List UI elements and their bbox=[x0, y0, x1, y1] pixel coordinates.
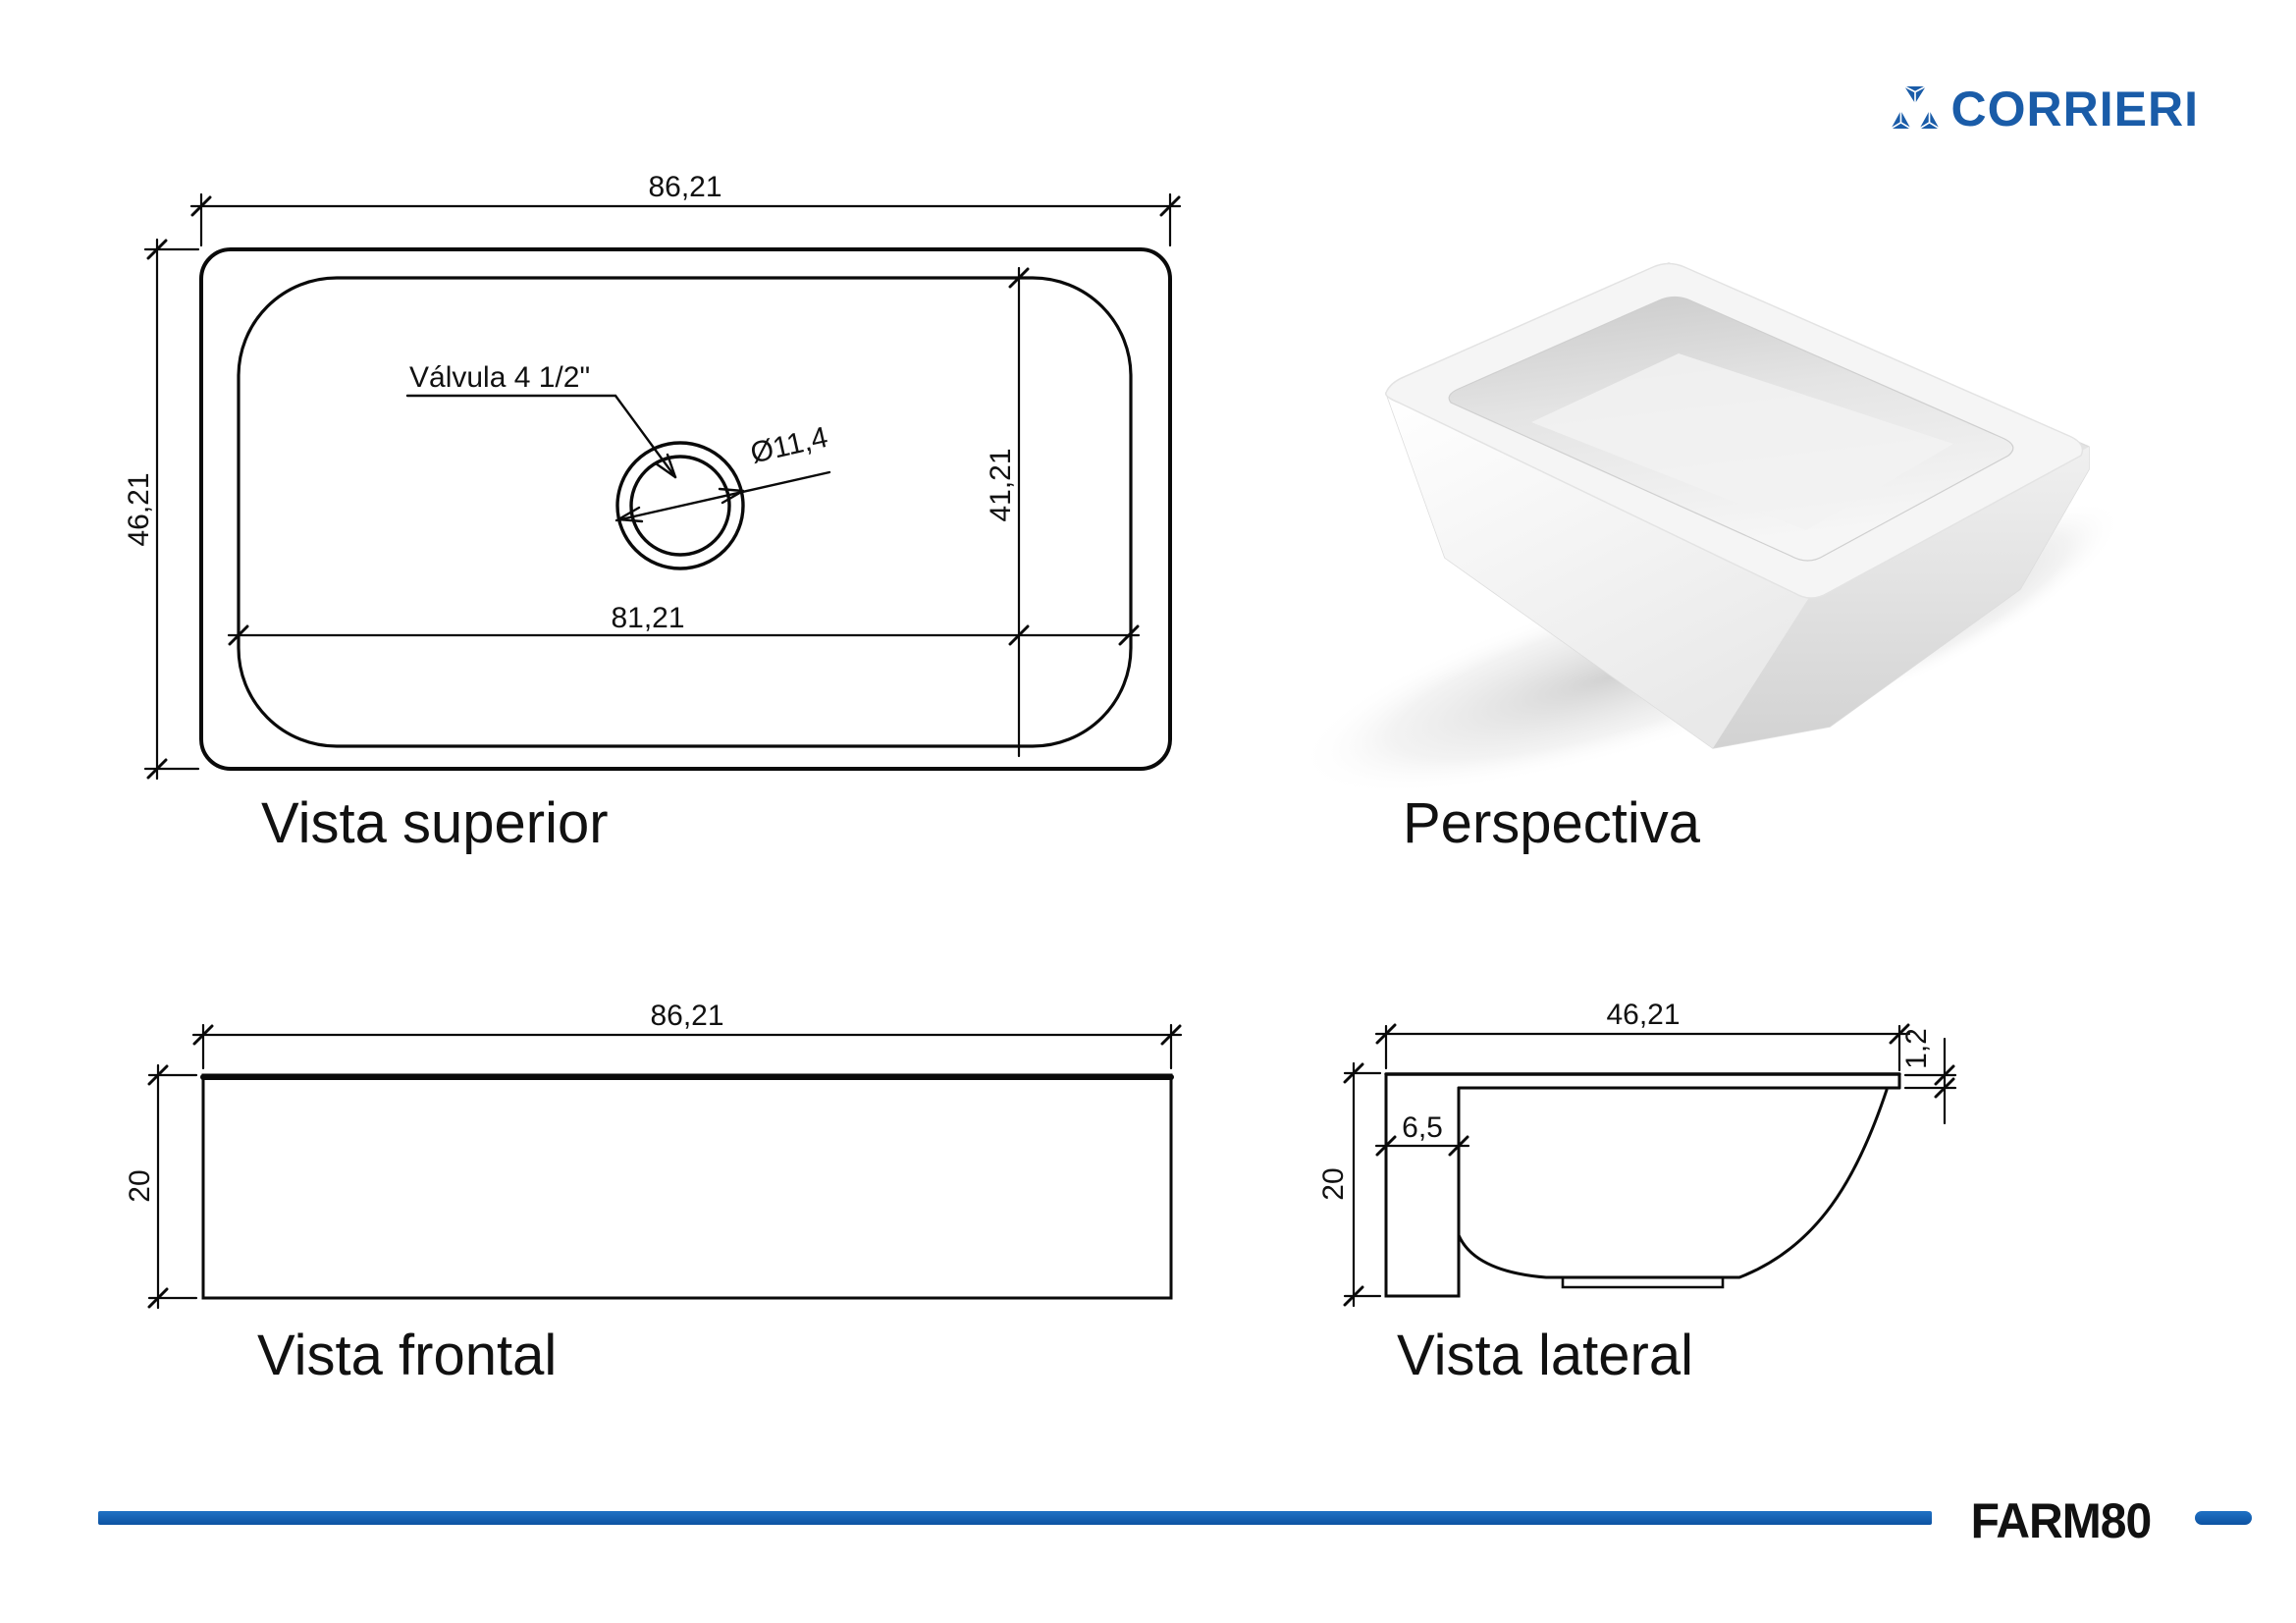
front-view-outline bbox=[201, 1073, 1173, 1300]
top-dim-depth bbox=[143, 238, 200, 781]
valve-note: Válvula 4 1/2" bbox=[409, 361, 590, 394]
valve-diameter-value: Ø11,4 bbox=[748, 421, 831, 470]
front-dim-width-value: 86,21 bbox=[650, 1000, 723, 1032]
side-view bbox=[1343, 1023, 1957, 1308]
sink-apron-face bbox=[1386, 393, 1808, 748]
side-view-label: Vista lateral bbox=[1397, 1324, 1693, 1387]
side-dim-depth bbox=[1374, 1023, 1911, 1072]
top-dim-width-value: 86,21 bbox=[648, 171, 721, 203]
side-dim-depth-value: 46,21 bbox=[1606, 999, 1680, 1031]
front-view-label: Vista frontal bbox=[257, 1324, 557, 1387]
front-view bbox=[147, 1023, 1183, 1310]
brand-logo: CORRIERI bbox=[1888, 81, 2199, 137]
footer-rule bbox=[98, 1511, 1932, 1525]
side-dim-apron-thickness bbox=[1374, 1135, 1470, 1157]
front-dim-height bbox=[147, 1063, 198, 1310]
brand-name: CORRIERI bbox=[1950, 81, 2199, 136]
perspective-render bbox=[1298, 262, 2123, 795]
top-view-outer-rim bbox=[199, 247, 1172, 771]
top-dim-width bbox=[189, 192, 1182, 247]
sink-bowl-bottom bbox=[1531, 353, 1953, 530]
footer-rule-end bbox=[2195, 1511, 2252, 1525]
side-basin-profile bbox=[1457, 1088, 1889, 1279]
side-basin-foot bbox=[1561, 1275, 1725, 1289]
top-dim-inner-width-value: 81,21 bbox=[611, 602, 684, 634]
perspective-label: Perspectiva bbox=[1403, 791, 1701, 855]
sink-right-face bbox=[1713, 447, 2089, 748]
top-dim-inner-depth bbox=[1008, 266, 1030, 758]
top-view-basin-rim bbox=[237, 276, 1133, 748]
side-apron-outline bbox=[1384, 1072, 1461, 1298]
top-dim-inner-width bbox=[227, 624, 1141, 646]
top-dim-inner-depth-value: 41,21 bbox=[985, 448, 1017, 521]
valve-hole-outer bbox=[615, 441, 745, 570]
top-dim-depth-value: 46,21 bbox=[123, 472, 155, 546]
valve-leader bbox=[405, 394, 677, 479]
side-dim-rim-thickness bbox=[1903, 1037, 1957, 1125]
side-dim-height-value: 20 bbox=[1317, 1167, 1350, 1200]
side-dim-height bbox=[1343, 1061, 1382, 1308]
side-dim-rim-thickness-value: 1,2 bbox=[1900, 1028, 1933, 1069]
top-view bbox=[143, 192, 1182, 781]
front-dim-height-value: 20 bbox=[124, 1169, 156, 1202]
corrieri-triangles-icon bbox=[1888, 84, 1942, 131]
product-code: FARM80 bbox=[1970, 1493, 2153, 1548]
front-dim-width bbox=[191, 1023, 1183, 1070]
side-dim-apron-thickness-value: 6,5 bbox=[1402, 1111, 1443, 1144]
top-view-label: Vista superior bbox=[261, 791, 609, 855]
valve-diameter-line bbox=[614, 470, 831, 523]
valve-hole-inner bbox=[629, 455, 731, 557]
